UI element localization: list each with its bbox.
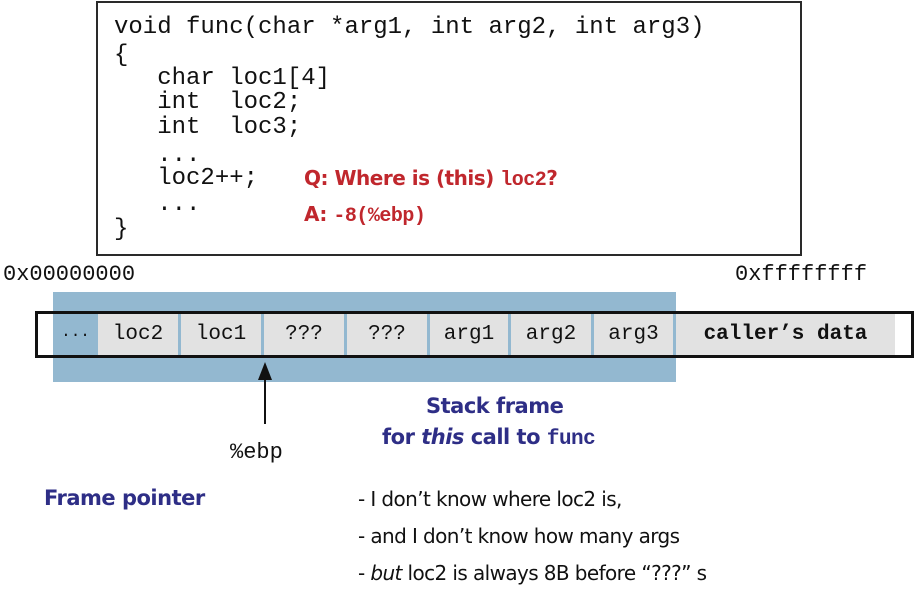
note-bullet: - [358, 524, 371, 548]
memory-cell-unknown-2: ??? [347, 314, 427, 355]
code-line-ellipsis-1: ... [114, 142, 201, 169]
note-line-3: - but loc2 is always 8B before “???” s [358, 561, 708, 585]
frame-pointer-arrow-icon [258, 362, 272, 380]
memory-cell-ellipsis: ··· [53, 314, 98, 355]
code-line-open-brace: { [114, 42, 129, 69]
memory-cell-arg3: arg3 [594, 314, 673, 355]
memory-cell-loc2: loc2 [98, 314, 178, 355]
memory-strip-border [35, 311, 914, 358]
code-line-loc1-decl: char loc1[4] [114, 65, 331, 92]
note-text: I don’t know where loc2 is, [370, 487, 622, 511]
note-text: and I don’t know how many args [370, 524, 680, 548]
stack-frame-subtitle: for this call to func [382, 425, 596, 451]
subtitle-prefix: for [382, 425, 422, 449]
code-line-loc3-decl: int loc3; [114, 114, 302, 141]
answer-prefix: A: [304, 202, 334, 226]
code-line-ellipsis-2: ... [114, 191, 201, 218]
subtitle-code: func [546, 428, 596, 451]
subtitle-italic: this [421, 425, 464, 449]
code-line-loc2-increment: loc2++; [114, 165, 259, 192]
code-line-signature: void func(char *arg1, int arg2, int arg3… [114, 14, 705, 41]
question-text: Q: Where is (this) loc2? [304, 166, 558, 192]
code-listing-box [96, 1, 802, 256]
note-bullet: - [358, 487, 371, 511]
frame-pointer-label: Frame pointer [44, 486, 205, 510]
question-prefix: Q: Where is (this) [304, 166, 501, 190]
stack-frame-title: Stack frame [426, 394, 564, 418]
memory-cell-callers-data: caller’s data [676, 314, 895, 355]
memory-cell-loc1: loc1 [181, 314, 261, 355]
memory-cell-unknown-1: ??? [264, 314, 344, 355]
code-line-loc2-decl: int loc2; [114, 89, 302, 116]
question-suffix: ? [546, 166, 558, 190]
note-bullet: - [358, 561, 371, 585]
subtitle-middle: call to [463, 425, 547, 449]
note-italic: but [370, 561, 402, 585]
code-line-close-brace: } [114, 216, 129, 243]
answer-text: A: -8(%ebp) [304, 202, 426, 228]
note-line-1: - I don’t know where loc2 is, [358, 487, 622, 511]
question-code: loc2 [500, 169, 547, 192]
note-text: loc2 is always 8B before “???” s [401, 561, 708, 585]
answer-code: -8(%ebp) [333, 205, 426, 228]
note-line-2: - and I don’t know how many args [358, 524, 680, 548]
memory-cell-arg1: arg1 [430, 314, 508, 355]
memory-cell-arg2: arg2 [511, 314, 591, 355]
frame-pointer-arrow-shaft [264, 378, 266, 424]
ebp-register-label: %ebp [230, 440, 283, 465]
low-address-label: 0x00000000 [3, 262, 136, 287]
high-address-label: 0xffffffff [735, 262, 868, 287]
